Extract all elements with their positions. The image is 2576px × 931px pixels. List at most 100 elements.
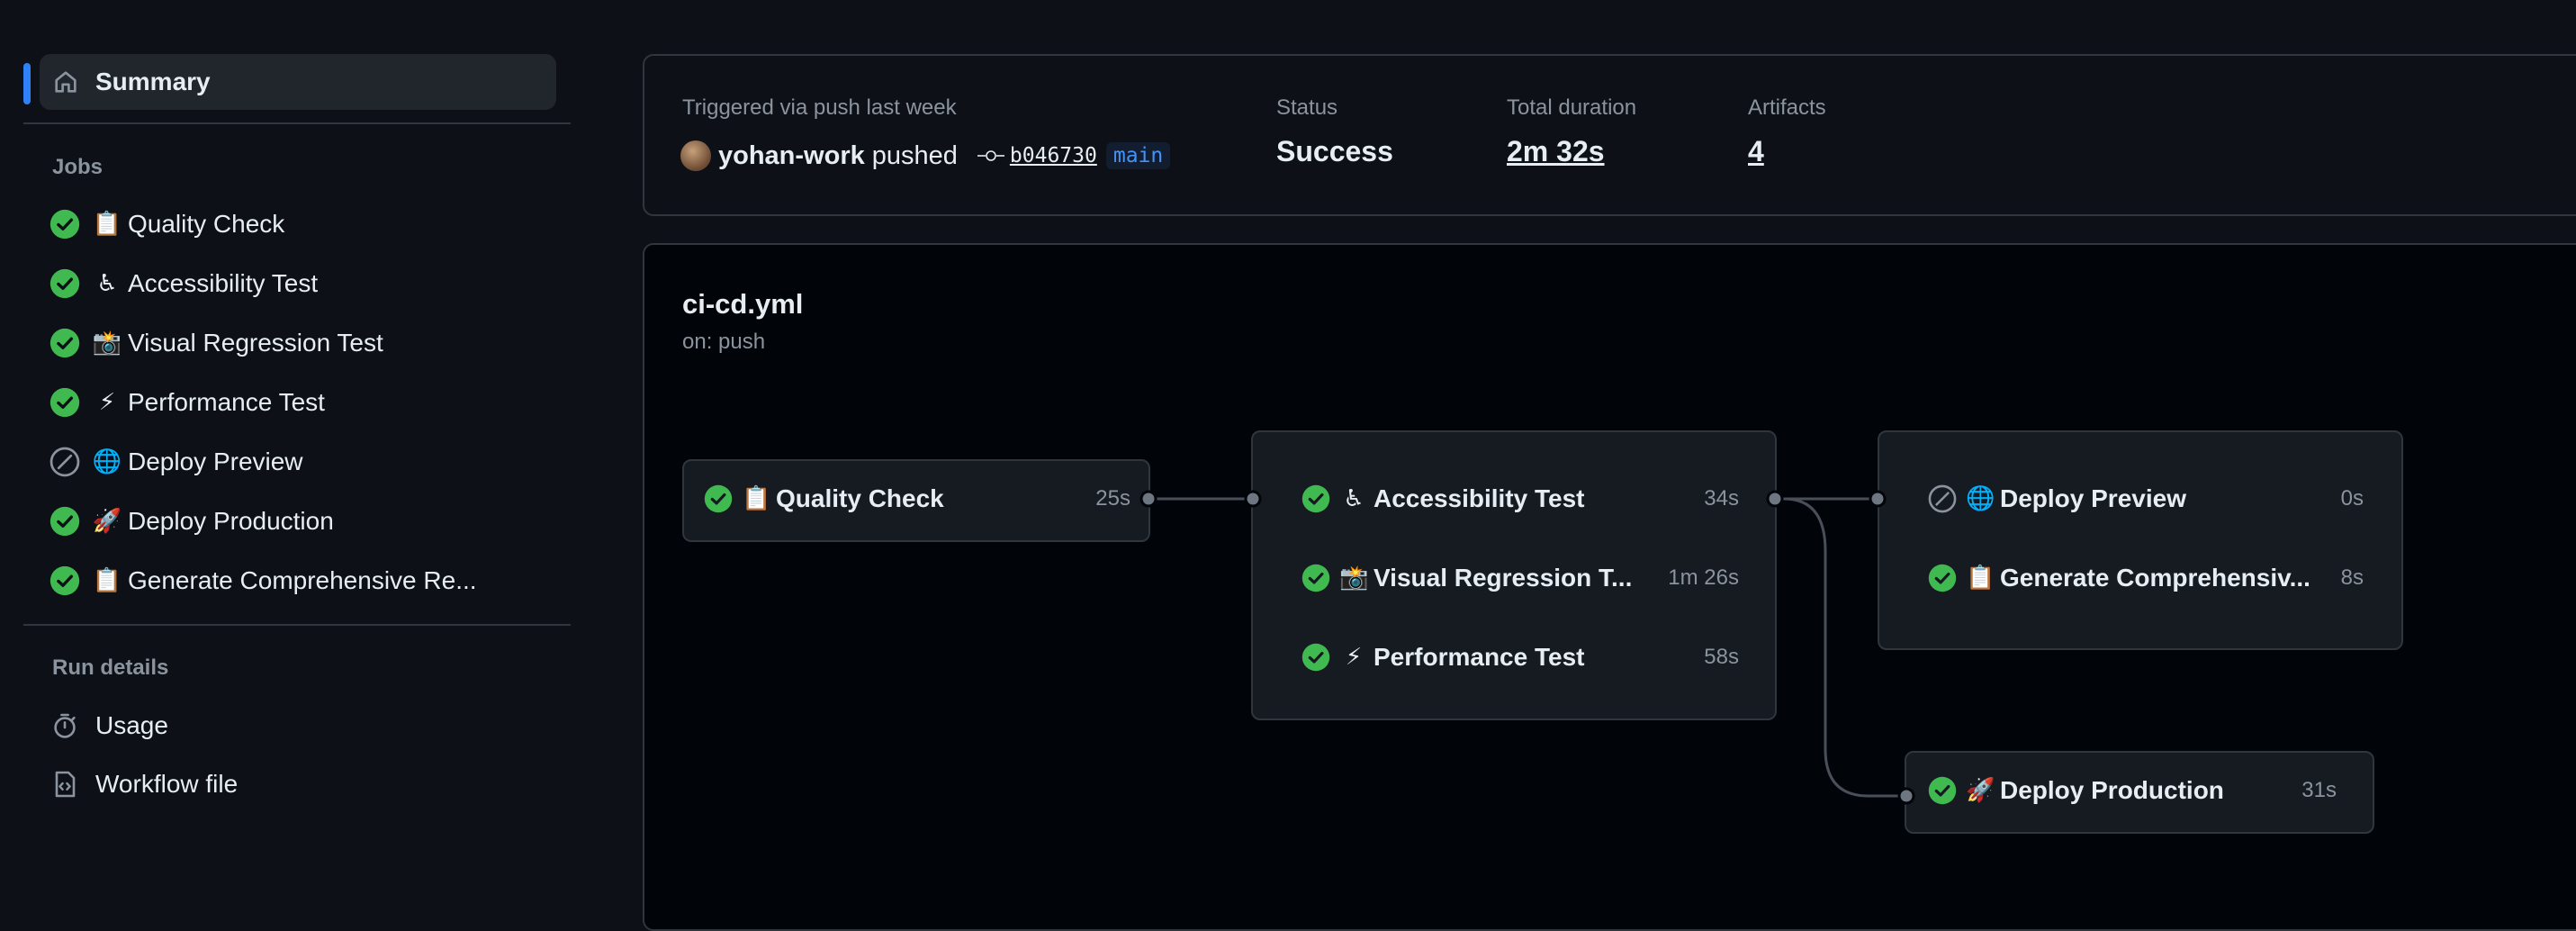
lightning-icon: ⚡ [1345,644,1363,671]
job-row-performance[interactable]: ⚡ Performance Test 58s [1300,636,1739,679]
job-duration: 0s [2340,486,2364,511]
job-row-visual-regression[interactable]: 📸 Visual Regression T... 1m 26s [1300,556,1739,600]
sidebar-job-label: Deploy Production [128,507,334,535]
duration-label: Total duration [1507,95,1637,120]
sidebar-job-performance-test[interactable]: ⚡ Performance Test [47,379,560,426]
stopwatch-icon [47,708,83,744]
run-details-section-title: Run details [52,655,169,680]
success-icon [1926,562,1959,594]
job-node-quality-check[interactable]: 📋 Quality Check 25s [682,459,1150,542]
sidebar-job-deploy-preview[interactable]: 🌐 Deploy Preview [47,438,560,485]
workflow-graph-panel: ci-cd.yml on: push 📋 Quality Check 25s ♿… [643,243,2576,931]
workflow-trigger: on: push [682,330,766,354]
duration-link[interactable]: 2m 32s [1507,135,1605,167]
job-duration: 31s [2301,778,2337,802]
sidebar-job-accessibility-test[interactable]: ♿ Accessibility Test [47,260,560,307]
job-label: Accessibility Test [1374,484,1585,512]
sidebar-job-label: Performance Test [128,388,325,416]
job-row[interactable]: 📋 Quality Check 25s [702,477,1130,520]
sidebar-job-quality-check[interactable]: 📋 Quality Check [47,201,560,248]
jobs-section-title: Jobs [52,155,104,179]
sidebar-item-label: Usage [95,711,168,739]
clipboard-icon: 📋 [742,485,771,512]
trigger-label: Triggered via push last week [682,95,957,120]
git-commit-icon [977,147,1004,165]
status-value: Success [1276,135,1393,167]
wheelchair-icon: ♿ [1343,485,1365,512]
branch-badge[interactable]: main [1105,142,1171,169]
skipped-icon [47,444,83,480]
job-duration: 34s [1704,486,1739,511]
sidebar-item-workflow-file[interactable]: Workflow file [47,761,560,808]
clipboard-icon: 📋 [92,211,122,238]
sidebar-job-label: Quality Check [128,210,285,238]
active-indicator [23,63,31,104]
camera-flash-icon: 📸 [1339,565,1369,592]
sidebar-job-label: Generate Comprehensive Re... [128,566,477,594]
job-node-deploy-production[interactable]: 🚀 Deploy Production 31s [1905,751,2374,834]
success-icon [47,325,83,361]
divider [23,122,571,124]
job-label: Deploy Preview [2000,484,2186,512]
wheelchair-icon: ♿ [96,270,118,297]
file-code-icon [47,766,83,802]
job-node-deploy-group: 🌐 Deploy Preview 0s 📋 Generate Comprehen… [1878,430,2403,650]
success-icon [47,384,83,420]
sidebar-item-label: Summary [95,68,211,95]
job-row-deploy-preview[interactable]: 🌐 Deploy Preview 0s [1926,477,2364,520]
sidebar-item-summary[interactable]: Summary [40,54,556,110]
camera-flash-icon: 📸 [92,330,122,357]
workflow-file-title: ci-cd.yml [682,288,804,320]
lightning-icon: ⚡ [98,389,116,416]
clipboard-icon: 📋 [92,567,122,594]
job-duration: 58s [1704,645,1739,669]
avatar[interactable] [680,140,711,171]
success-icon [702,483,734,515]
globe-icon: 🌐 [92,448,122,475]
job-row-generate-report[interactable]: 📋 Generate Comprehensiv... 8s [1926,556,2364,600]
sidebar-job-generate-report[interactable]: 📋 Generate Comprehensive Re... [47,557,560,604]
home-icon [50,67,81,97]
success-icon [47,206,83,242]
success-icon [1300,562,1332,594]
sidebar-item-label: Workflow file [95,770,239,798]
job-duration: 1m 26s [1668,565,1739,590]
job-row[interactable]: 🚀 Deploy Production 31s [1926,769,2337,812]
clipboard-icon: 📋 [1966,565,1995,592]
job-label: Quality Check [776,484,944,512]
job-label: Deploy Production [2000,776,2224,804]
sidebar-item-usage[interactable]: Usage [47,702,560,749]
sidebar-job-visual-regression-test[interactable]: 📸 Visual Regression Test [47,320,560,366]
artifacts-link[interactable]: 4 [1748,135,1764,167]
success-icon [1300,641,1332,673]
job-row-accessibility[interactable]: ♿ Accessibility Test 34s [1300,477,1739,520]
divider [23,624,571,626]
trigger-user-link[interactable]: yohan-work [718,140,865,170]
status-label: Status [1276,95,1338,120]
sidebar-job-label: Accessibility Test [128,269,319,297]
job-duration: 8s [2340,565,2364,590]
artifacts-label: Artifacts [1748,95,1826,120]
success-icon [1300,483,1332,515]
globe-icon: 🌐 [1966,485,1995,512]
success-icon [1926,774,1959,807]
success-icon [47,266,83,302]
skipped-icon [1926,483,1959,515]
commit-sha-link[interactable]: b046730 [1009,144,1097,167]
job-label: Performance Test [1374,643,1585,671]
sidebar-job-label: Visual Regression Test [128,329,383,357]
job-label: Visual Regression T... [1374,564,1633,592]
success-icon [47,563,83,599]
sidebar-job-label: Deploy Preview [128,447,303,475]
run-summary-panel: Triggered via push last week yohan-work … [643,54,2576,216]
rocket-icon: 🚀 [92,508,122,535]
trigger-row: yohan-work pushed b046730 main [680,137,1171,175]
rocket-icon: 🚀 [1966,777,1995,804]
sidebar-job-deploy-production[interactable]: 🚀 Deploy Production [47,498,560,545]
job-label: Generate Comprehensiv... [2000,564,2310,592]
job-duration: 25s [1095,486,1130,511]
success-icon [47,503,83,539]
trigger-verb: pushed [871,140,958,170]
sidebar: Summary Jobs 📋 Quality Check ♿ Accessibi… [0,0,594,873]
job-node-test-group: ♿ Accessibility Test 34s 📸 Visual Regres… [1251,430,1777,720]
